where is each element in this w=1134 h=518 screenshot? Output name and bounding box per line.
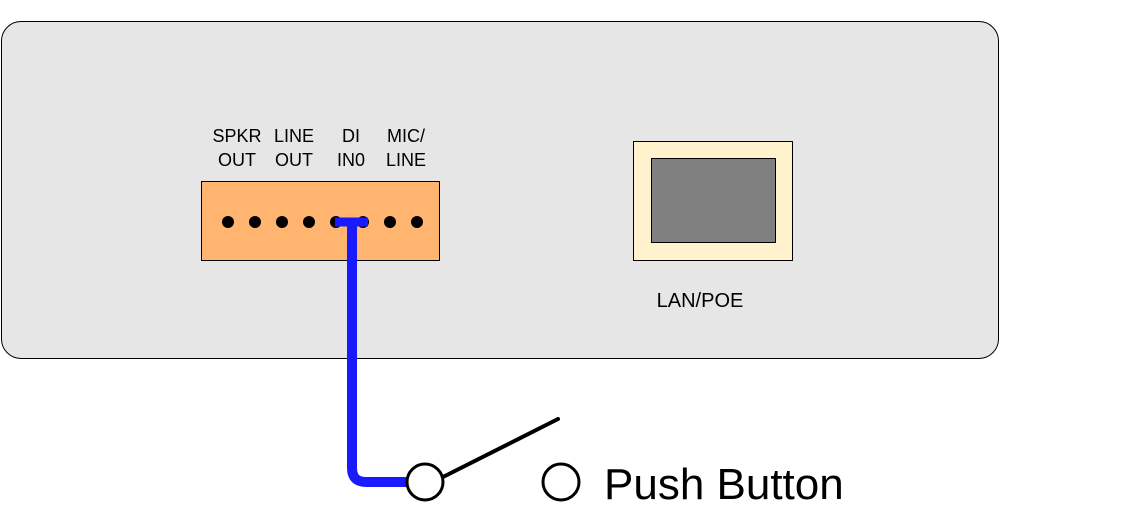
terminal-pin-4 [303,216,315,228]
terminal-pin-1 [222,216,234,228]
push-button-contact-right [541,462,581,502]
port-label-line2: OUT [218,150,256,170]
terminal-pin-2 [249,216,261,228]
push-button-label: Push Button [604,460,844,509]
di-wire [347,224,406,487]
port-label-line2: OUT [275,150,313,170]
port-label-line2: IN0 [336,150,365,170]
terminal-pin-7 [384,216,396,228]
push-button-contact-left [405,462,445,502]
port-label-line1: DI [342,126,360,146]
port-label-mic-line: MIC/ LINE [371,124,441,172]
lan-port-label: LAN/POE [656,290,744,312]
terminal-pin-8 [411,216,423,228]
lan-port-socket [651,158,776,243]
device-front-panel [1,21,999,359]
port-label-line1: MIC/ [387,126,425,146]
push-button-lever [439,417,560,480]
port-label-line1: SPKR [212,126,262,146]
terminal-pin-3 [276,216,288,228]
port-label-line1: LINE [273,126,315,146]
port-label-di-in0: DI IN0 [316,124,386,172]
port-label-line-out: LINE OUT [259,124,329,172]
terminal-block [201,181,440,261]
port-label-line2: LINE [385,150,427,170]
port-label-spkr-out: SPKR OUT [202,124,272,172]
